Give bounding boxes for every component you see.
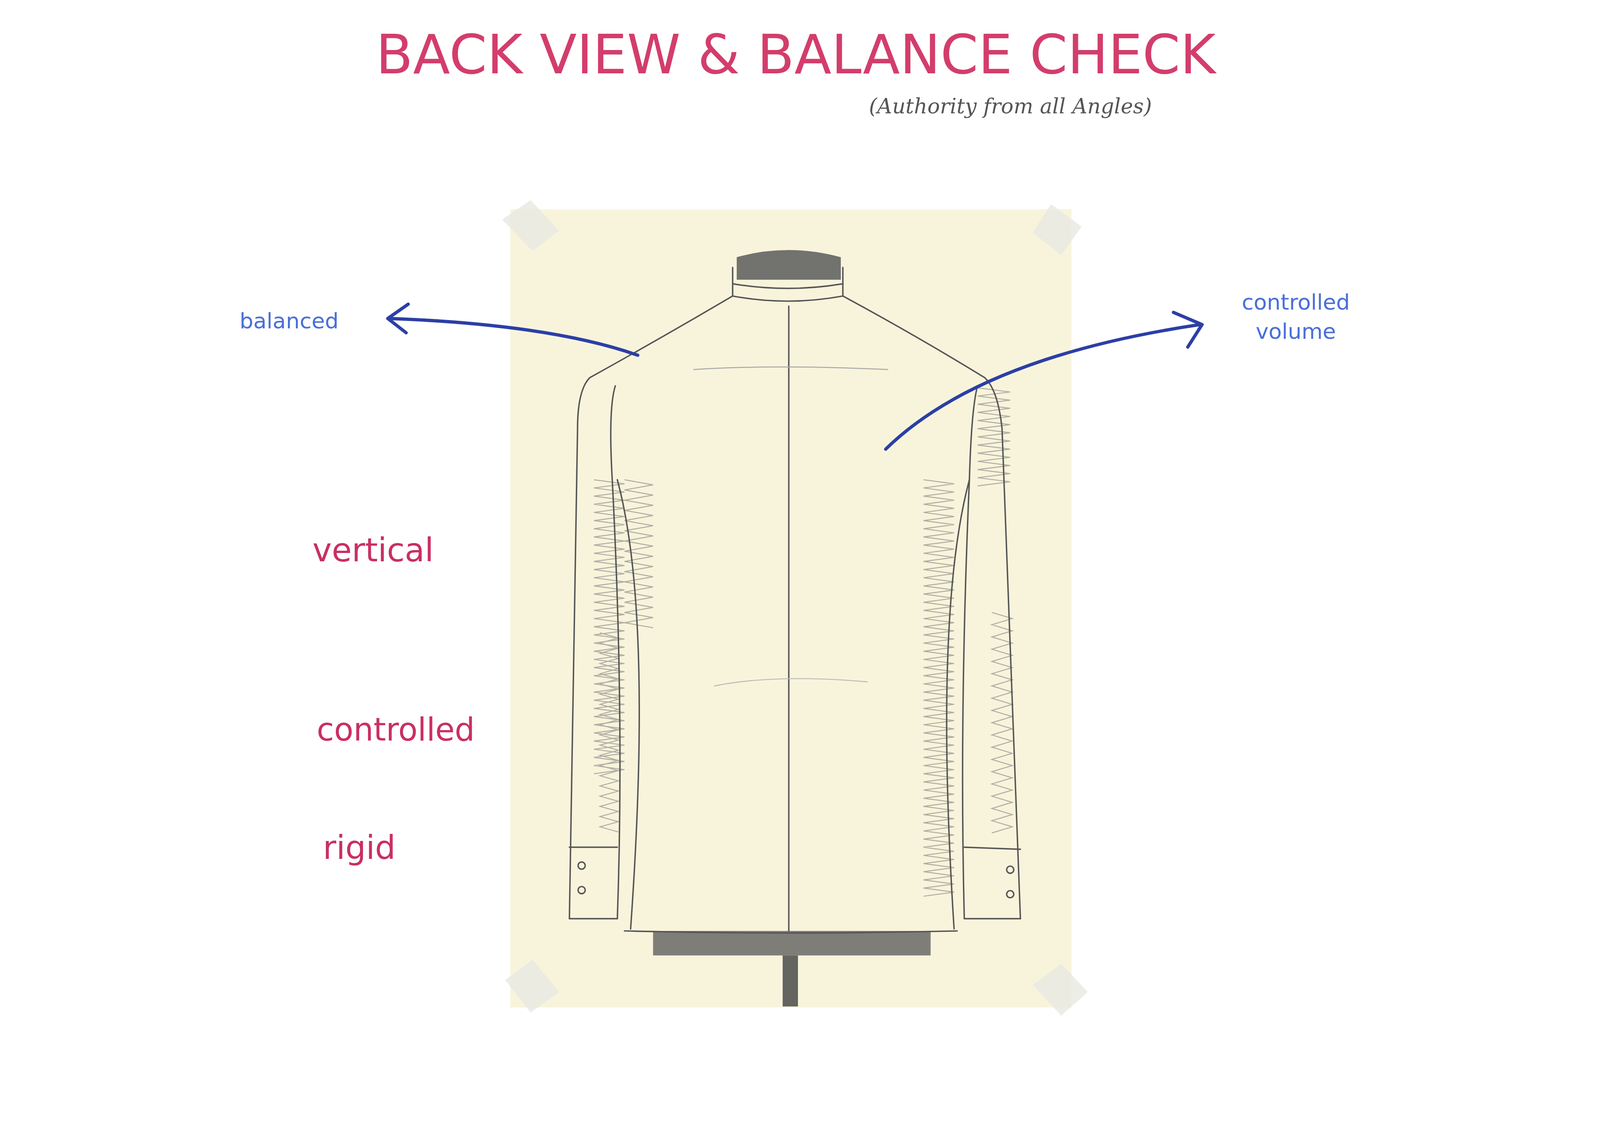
jacket-outline [569, 267, 1021, 933]
subtitle-note: (Authority from all Angles) [802, 92, 1219, 121]
tape-corner [505, 959, 560, 1013]
tape-corner [502, 200, 560, 251]
jacket-outline [964, 917, 1021, 920]
jacket-outline [693, 367, 888, 370]
pencil-shading [624, 479, 654, 628]
paper-sheet [510, 209, 1072, 1008]
leader-arrow [387, 304, 1203, 450]
paper-sheet [510, 209, 1072, 1008]
tape-corner [1032, 204, 1082, 255]
pencil-shading [977, 387, 1010, 486]
callout-label: balanced [239, 306, 339, 336]
jacket-outline [577, 862, 585, 870]
jacket-outline [714, 678, 868, 686]
callout-label: controlled volume [1227, 287, 1365, 346]
jacket-outline [569, 846, 618, 848]
jacket-outline [787, 306, 790, 931]
tape-corner [1032, 963, 1088, 1016]
pencil-shading [593, 387, 1013, 897]
keyword-label: controlled [316, 708, 475, 752]
jacket-outline [962, 385, 978, 919]
keyword-label: rigid [322, 825, 396, 870]
leader-arrow [885, 324, 1200, 450]
jacket-outline [624, 930, 958, 933]
leader-arrow [387, 304, 409, 333]
page-title: BACK VIEW & BALANCE CHECK [212, 22, 1380, 87]
jacket-outline [569, 917, 618, 920]
mannequin [652, 250, 931, 1007]
jacket-outline [964, 847, 1021, 850]
jacket-outline [577, 886, 585, 894]
leader-arrow [390, 318, 638, 355]
jacket-outline [1006, 890, 1014, 898]
jacket-outline [842, 295, 1021, 919]
pencil-shading [600, 632, 619, 833]
keyword-label: vertical [312, 528, 434, 573]
jacket-outline [569, 295, 733, 919]
leader-arrow [1173, 312, 1203, 348]
mannequin [736, 250, 841, 280]
jacket-outline [732, 283, 843, 289]
jacket-outline [946, 479, 970, 929]
jacket-outline [1006, 865, 1014, 873]
jacket-outline [732, 267, 843, 302]
tape-corner [502, 200, 1088, 1016]
jacket-outline [617, 479, 640, 929]
jacket-outline [610, 385, 620, 919]
mannequin [652, 930, 931, 956]
mannequin [782, 955, 798, 1007]
pencil-shading [991, 612, 1013, 833]
